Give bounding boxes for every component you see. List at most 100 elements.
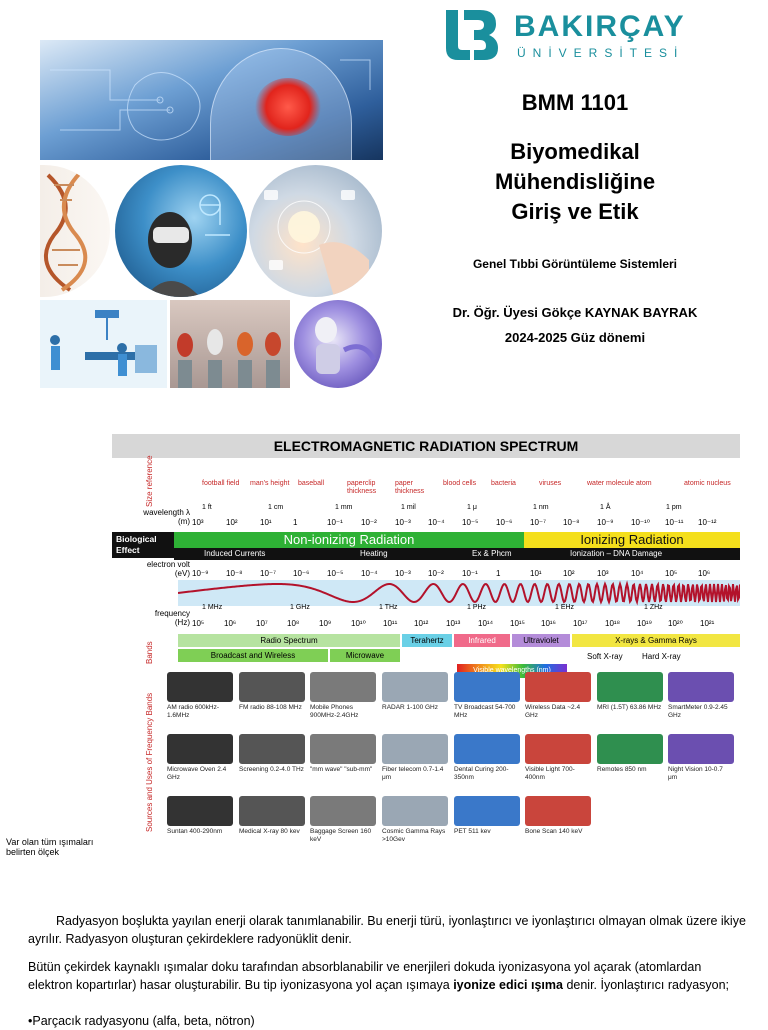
- source-item: AM radio 600kHz-1.6MHz: [167, 672, 233, 719]
- source-item: Visible Light 700-400nm: [525, 734, 591, 781]
- source-label: Microwave Oven 2.4 GHz: [167, 766, 227, 781]
- bands-label: Bands: [145, 641, 154, 664]
- effect-heating: Heating: [360, 549, 388, 558]
- source-label: SmartMeter 0.9-2.45 GHz: [668, 704, 728, 719]
- source-label: TV Broadcast 54-700 MHz: [454, 704, 516, 719]
- frequency-tick: 10⁵: [192, 619, 205, 628]
- wavelength-tick: 10⁻²: [361, 518, 377, 527]
- course-code: BMM 1101: [521, 90, 629, 115]
- frequency-unit: 1 THz: [379, 604, 398, 611]
- wavelength-tick: 10⁻¹²: [698, 518, 717, 527]
- subband-soft-xray: Soft X-ray: [587, 652, 623, 661]
- dna-helix-image: [40, 165, 110, 297]
- frequency-tick: 10¹⁹: [637, 619, 652, 628]
- source-item: Medical X-ray 80 kev: [239, 796, 305, 836]
- ev-tick: 10²: [563, 569, 575, 578]
- source-item: Mobile Phones 900MHz-2.4GHz: [310, 672, 376, 719]
- source-thumbnail: [382, 796, 448, 826]
- size-reference-item: bacteria: [491, 480, 516, 487]
- source-item: SmartMeter 0.9-2.45 GHz: [668, 672, 734, 719]
- frequency-unit: 1 MHz: [202, 604, 223, 611]
- band-radio: Radio Spectrum: [178, 634, 400, 647]
- ev-tick: 10⁻⁶: [293, 569, 310, 578]
- course-title-line: Biyomedikal: [510, 139, 640, 164]
- source-label: Remotes 850 nm: [597, 766, 647, 773]
- frequency-tick: 10⁷: [256, 619, 268, 628]
- wavelength-unit: 1 mm: [335, 504, 353, 511]
- frequency-unit: 1 GHz: [290, 604, 310, 611]
- effect-excitation: Ex & Phcm: [472, 549, 512, 558]
- frequency-tick: 10⁶: [224, 619, 237, 628]
- source-thumbnail: [310, 672, 376, 702]
- wave-strip: [177, 580, 740, 606]
- wavelength-tick: 10⁻⁶: [496, 518, 513, 527]
- lab-scene: [50, 310, 157, 376]
- source-label: Bone Scan 140 keV: [525, 828, 583, 835]
- source-thumbnail: [239, 796, 305, 826]
- ev-tick: 10⁻³: [395, 569, 411, 578]
- ev-tick: 10⁻⁸: [226, 569, 243, 578]
- source-label: MRI (1.5T) 63.86 MHz: [597, 704, 662, 711]
- frequency-tick: 10¹⁶: [541, 619, 556, 628]
- wavelength-tick: 10¹: [260, 518, 272, 527]
- wavelength-tick: 10⁻¹⁰: [631, 518, 650, 527]
- frequency-tick: 10¹⁸: [605, 619, 620, 628]
- wavelength-tick: 10⁻⁴: [428, 518, 445, 527]
- ev-tick: 10¹: [530, 569, 542, 578]
- wavelength-tick: 10⁻⁵: [462, 518, 479, 527]
- frequency-tick: 10¹⁷: [573, 619, 588, 628]
- source-thumbnail: [382, 672, 448, 702]
- source-thumbnail: [167, 672, 233, 702]
- spectrum-caption-line: Var olan tüm ışımaları: [6, 837, 94, 847]
- ev-tick: 10⁶: [698, 569, 711, 578]
- wavelength-unit: 1 nm: [533, 504, 549, 511]
- source-thumbnail: [597, 672, 663, 702]
- ev-tick: 10⁻²: [428, 569, 444, 578]
- paragraph-text: Bütün çekirdek kaynaklı ışımalar doku ta…: [28, 960, 702, 992]
- frequency-tick: 10⁹: [319, 619, 332, 628]
- wavelength-tick: 10²: [226, 518, 238, 527]
- source-item: Dental Curing 200-350nm: [454, 734, 520, 781]
- source-thumbnail: [525, 672, 591, 702]
- effect-ionization: Ionization – DNA Damage: [570, 549, 663, 558]
- source-item: RADAR 1-100 GHz: [382, 672, 448, 712]
- ev-tick: 10⁻¹: [462, 569, 478, 578]
- wave-graphic: [177, 580, 740, 606]
- ev-tick: 1: [496, 569, 501, 578]
- size-reference-item: football field: [202, 480, 240, 487]
- size-reference-item: paper thickness: [395, 480, 425, 495]
- frequency-unit: 1 PHz: [467, 604, 487, 611]
- source-item: "mm wave" "sub-mm": [310, 734, 376, 774]
- source-item: Night Vision 10-0.7 μm: [668, 734, 734, 781]
- bioprinted-organs-image: [170, 300, 290, 388]
- source-thumbnail: [310, 796, 376, 826]
- source-thumbnail: [310, 734, 376, 764]
- electron-volt-label: electron volt (eV): [146, 560, 190, 578]
- paragraph-text: denir. İyonlaştırıcı radyasyon;: [562, 978, 730, 992]
- size-reference-item: water molecule: [587, 480, 635, 487]
- size-reference-item: man's height: [250, 480, 290, 487]
- university-subtitle: ÜNİVERSİTESİ: [517, 46, 685, 60]
- frequency-tick: 10¹¹: [383, 619, 398, 628]
- university-name: BAKIRÇAY: [514, 10, 686, 43]
- size-reference-item: viruses: [539, 480, 562, 487]
- frequency-unit: 1 ZHz: [644, 604, 663, 611]
- medical-hand: [264, 190, 369, 297]
- source-label: PET 511 kev: [454, 828, 491, 835]
- vr-headset-image: [115, 165, 247, 297]
- size-reference-item: blood cells: [443, 480, 477, 487]
- size-reference-item: atomic nucleus: [684, 480, 731, 487]
- heart-glow: [255, 78, 321, 136]
- source-label: RADAR 1-100 GHz: [382, 704, 438, 711]
- size-reference-item: paperclip thickness: [347, 480, 377, 495]
- subband-microwave: Microwave: [330, 649, 400, 662]
- source-thumbnail: [668, 734, 734, 764]
- ev-tick: 10⁴: [631, 569, 644, 578]
- course-title: Biyomedikal Mühendisliğine Giriş ve Etik: [445, 137, 705, 227]
- band-xray-gamma: X-rays & Gamma Rays: [572, 634, 740, 647]
- source-label: AM radio 600kHz-1.6MHz: [167, 704, 220, 719]
- medical-touch-image: [249, 165, 382, 297]
